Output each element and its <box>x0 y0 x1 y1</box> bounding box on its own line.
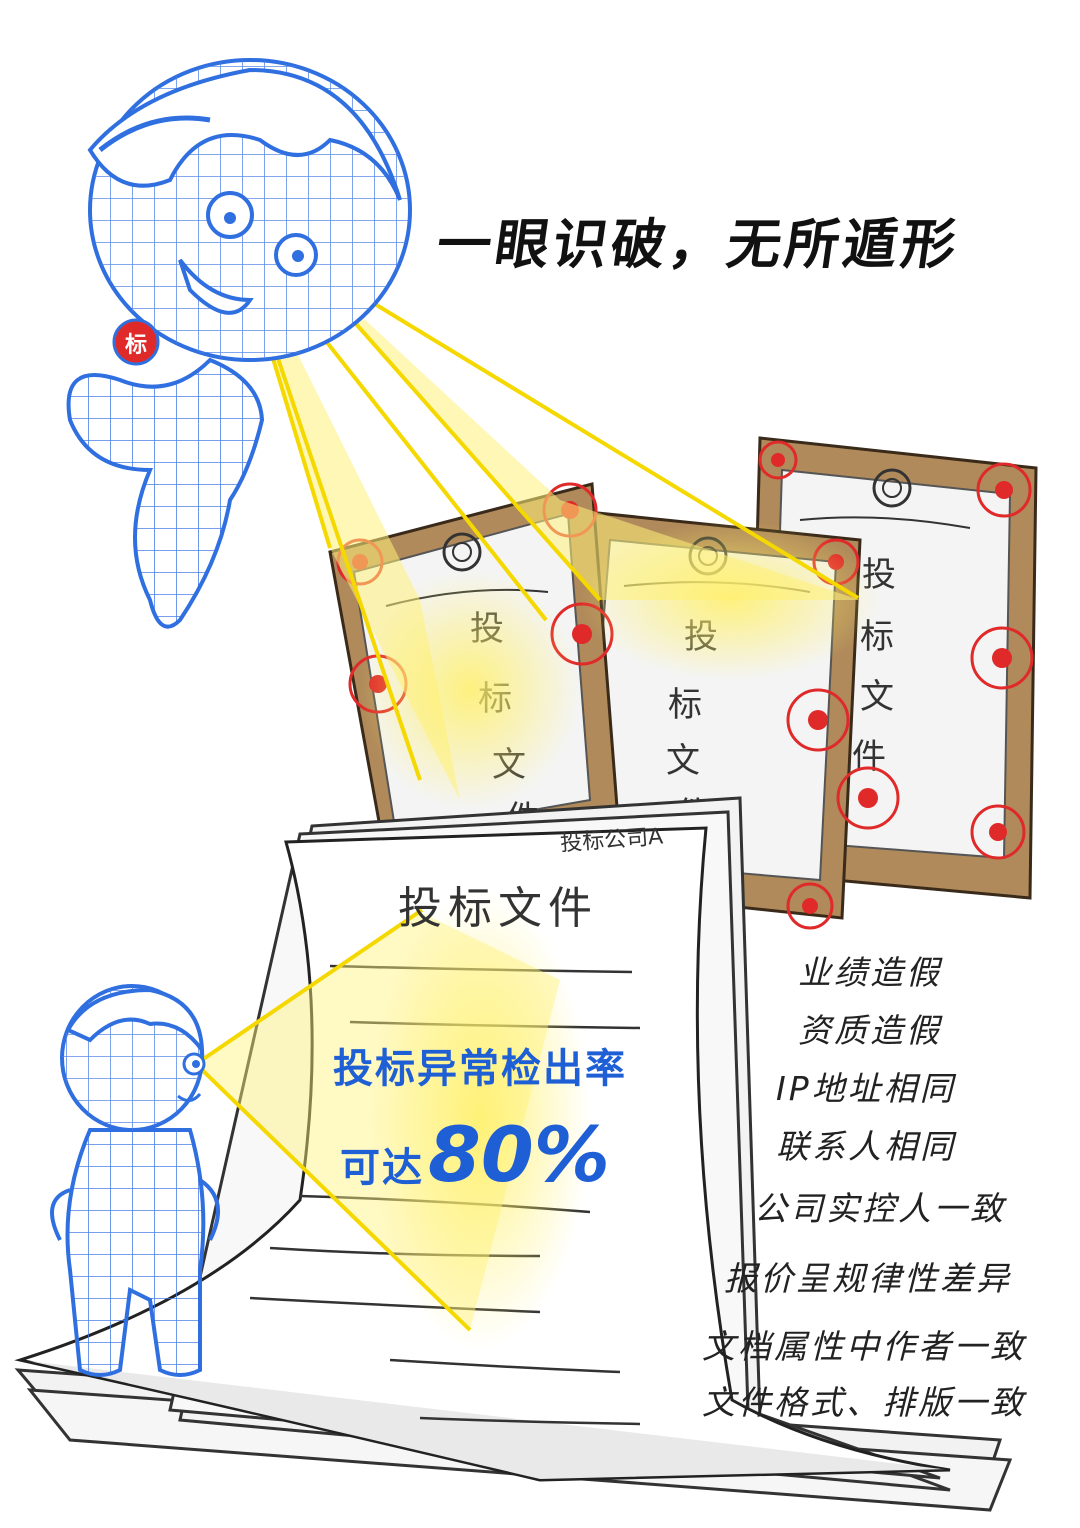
mascot-small <box>50 984 220 1377</box>
detection-rate-value: 可达80% <box>340 1110 610 1199</box>
anomaly-item: 文件格式、排版一致 <box>702 1383 1026 1422</box>
detection-rate-percent: 80% <box>428 1110 610 1199</box>
anomaly-item: IP地址相同 <box>776 1069 956 1108</box>
svg-text:文: 文 <box>666 741 700 781</box>
detection-rate-label: 投标异常检出率 <box>333 1046 627 1092</box>
anomaly-item: 资质造假 <box>798 1011 942 1050</box>
svg-text:标: 标 <box>668 685 702 725</box>
envelope-3-label: 投 标 文 件 <box>852 555 896 777</box>
anomaly-item: 公司实控人一致 <box>754 1189 1006 1228</box>
headline: 一眼识破，无所遁形 <box>432 213 964 276</box>
anomaly-item: 联系人相同 <box>776 1127 956 1166</box>
detection-rate-prefix: 可达 <box>340 1145 424 1191</box>
svg-text:文: 文 <box>860 677 894 717</box>
anomaly-item: 文档属性中作者一致 <box>702 1327 1026 1366</box>
vision-beams <box>194 220 880 1350</box>
anomaly-item: 业绩造假 <box>798 953 942 992</box>
mascot-badge: 标 <box>125 332 147 358</box>
mascot-large: 标 <box>66 58 412 629</box>
document-title: 投标文件 <box>398 883 598 934</box>
anomaly-item: 报价呈规律性差异 <box>724 1259 1012 1298</box>
